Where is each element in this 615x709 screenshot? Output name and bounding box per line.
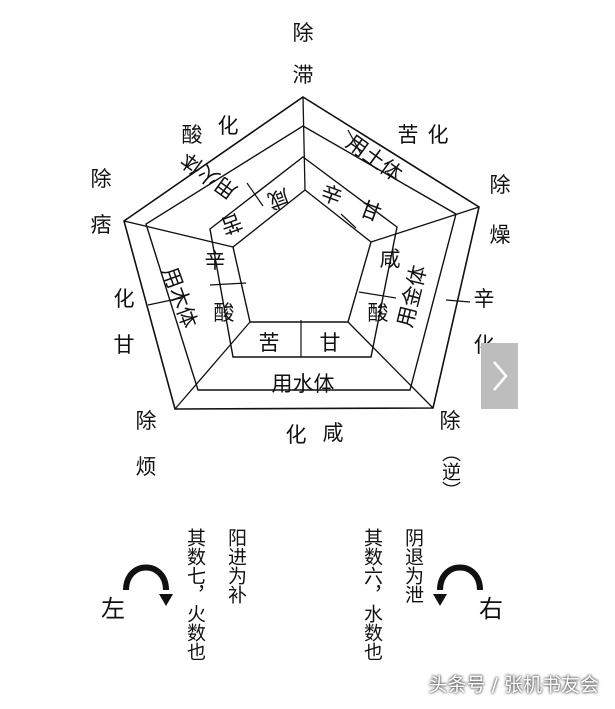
ring-water: 用水体 — [272, 372, 335, 396]
left-note-col1: 阳进为补 — [225, 528, 247, 604]
label-chu-bottom-right: 除 — [440, 409, 461, 433]
label-bi: 痞 — [91, 213, 112, 237]
spokes — [123, 96, 480, 410]
inner-xian-top: 咸 — [264, 184, 292, 214]
inner-gan-bottom: 甘 — [320, 331, 341, 355]
label-chu-upper-left: 除 — [91, 167, 112, 191]
right-note-col1: 阴退为泄 — [402, 528, 424, 604]
label-hua-bottom: 化 — [286, 423, 307, 447]
counterclockwise-arrow-icon — [123, 564, 173, 606]
direction-left: 左 — [101, 595, 125, 623]
left-note-col2: 其数七，火数也 — [184, 528, 206, 661]
label-ku-outer: 苦 — [398, 123, 419, 147]
inner-xin-left: 辛 — [205, 249, 226, 273]
chevron-right-icon — [492, 361, 508, 391]
label-chu-top: 除 — [293, 21, 314, 45]
dividers — [147, 129, 471, 357]
inner-suan-left: 酸 — [214, 301, 235, 325]
label-chu-upper-right: 除 — [490, 173, 511, 197]
middle-pentagon — [145, 125, 457, 391]
inner-gan-top: 甘 — [356, 197, 384, 227]
direction-right: 右 — [479, 595, 503, 623]
label-hua-upper-left: 化 — [218, 114, 239, 138]
inner-suan-right: 酸 — [368, 301, 389, 325]
inner-ku-top: 苦 — [217, 209, 245, 239]
inner-pentagon — [209, 156, 398, 358]
label-hua-upper-right: 化 — [428, 123, 449, 147]
label-ni: （逆） — [439, 443, 461, 500]
label-xin-outer: 辛 — [474, 287, 495, 311]
label-suan-outer: 酸 — [182, 123, 203, 147]
innermost-pentagon — [232, 189, 372, 323]
clockwise-arrow-icon — [433, 564, 483, 606]
outer-pentagon — [123, 96, 480, 410]
label-fan: 烦 — [136, 455, 157, 479]
label-xian-outer: 咸 — [323, 421, 344, 445]
inner-ku-bottom: 苦 — [259, 331, 280, 355]
ring-metal: 用金体 — [393, 263, 432, 330]
watermark: 头条号 / 张机书友会 — [428, 674, 599, 696]
ring-fire: 用火体 — [176, 147, 241, 203]
label-chu-bottom-left: 除 — [136, 409, 157, 433]
inner-xian-right: 咸 — [380, 247, 401, 271]
ring-wood: 用木体 — [158, 264, 202, 331]
label-zao: 燥 — [490, 223, 511, 247]
label-hua-left: 化 — [114, 287, 135, 311]
label-gan-outer: 甘 — [114, 333, 135, 357]
next-image-button[interactable] — [481, 343, 518, 409]
label-zhi: 滞 — [293, 63, 314, 87]
right-note-col2: 其数六，水数也 — [361, 528, 383, 661]
